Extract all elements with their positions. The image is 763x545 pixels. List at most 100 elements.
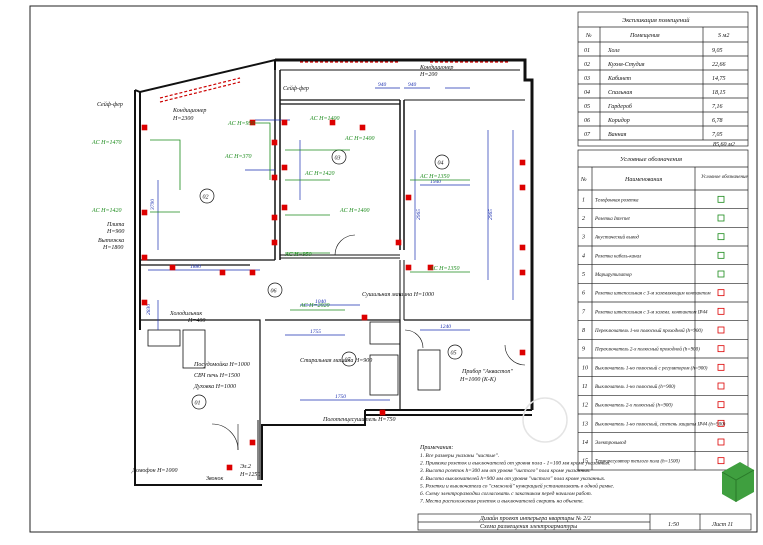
explication-row-area: 14,75 [712, 75, 726, 82]
label-oven: Духовка H=1000 [193, 384, 236, 390]
legend-symbol-icon [717, 401, 725, 409]
label-instant-heater-h: H=1000 (К-К) [459, 376, 496, 383]
legend-row-num: 6 [582, 291, 585, 297]
room-06: 06 [271, 289, 277, 295]
note-item: 3. Высота розеток h=300 мм от уровня "чи… [419, 468, 591, 474]
legend-title: Условные обозначения [620, 156, 682, 163]
explication-row-area: 22,66 [712, 62, 726, 68]
dimension-lines [148, 87, 514, 401]
dim-1750: 1750 [335, 394, 346, 400]
legend-row-name: Выключатель 1-но полюсный, степень защит… [595, 421, 726, 427]
explication-row-area: 9,05 [712, 48, 723, 54]
label-shield: Эл.2 [240, 464, 251, 470]
ac-label-8: AC H=1350 [419, 174, 450, 180]
dim-1940: 1940 [430, 178, 441, 185]
dim-2965-b: 2965 [488, 209, 494, 220]
ac-height-labels: AC H=1470 AC H=1420 AC H=950 AC H=370 AC… [91, 115, 460, 309]
explication-header-room: Помещения [629, 33, 660, 39]
legend-row-name: Розетка штепсельная с 3-м заземл. контак… [594, 310, 708, 315]
legend-symbol-icon [717, 251, 725, 259]
legend-symbol-icon [717, 270, 725, 278]
legend-row-num: 10 [582, 365, 588, 371]
ac-label-3: AC H=950 [227, 121, 255, 127]
ac-label-12: AC H=2020 [299, 303, 330, 309]
legend-symbol-icon [717, 289, 725, 297]
legend-header-symbol: Условное обозначение [701, 175, 748, 180]
legend-symbol-icon [717, 363, 725, 371]
label-floor-heat: Полотенцесушитель H=750 [322, 417, 395, 423]
dim-3790: 3790 [150, 199, 156, 211]
watermark-logo [522, 397, 755, 502]
legend-row-name: Маршрутизатор [594, 273, 632, 278]
legend-symbol-icon [717, 214, 725, 222]
green-wiring [150, 122, 470, 311]
legend-symbol-icon [717, 307, 725, 315]
title-project: Дизайн проект интерьера квартиры № 2/2 [479, 515, 591, 522]
label-door-bell: Звонок [206, 476, 223, 482]
legend-row-num: 13 [582, 421, 588, 427]
plan-annotations: Сейф-фер Кондиционер H=2300 Сейф-фер Кон… [97, 64, 513, 482]
legend-row-name: Терморегулятор теплого пола (h=1500) [595, 460, 680, 465]
room-02: 02 [203, 195, 209, 201]
explication-row-area: 7,16 [712, 104, 723, 110]
dim-1240: 1240 [440, 323, 451, 330]
explication-row-area: 18,15 [712, 90, 726, 96]
legend-row-num: 2 [582, 216, 585, 222]
explication-row-room: Кабинет [607, 75, 632, 82]
legend-row-num: 7 [582, 309, 586, 315]
legend-symbol-icon [717, 438, 725, 446]
legend-row-name: Электровывод [595, 441, 627, 446]
label-stove: Плита [106, 222, 124, 228]
ac-label-10: AC H=950 [284, 252, 312, 258]
explication-row-area: 6,78 [712, 118, 723, 124]
title-block [417, 513, 752, 531]
ac-label-2: AC H=1420 [91, 207, 122, 214]
notes-rows: 1. Все размеры указаны "чистые".2. Привя… [419, 453, 614, 505]
legend-row-num: 14 [582, 439, 588, 446]
legend-table [577, 149, 749, 471]
legend-row-name: Переключатель 2-х полюсный проходной (h=… [594, 347, 700, 353]
dim-2830: 2830 [146, 304, 152, 315]
ac-label-11: AC H=1350 [429, 266, 460, 272]
explication-title: Экспликация помещений [622, 17, 690, 24]
label-shield-h: H=1250 [239, 472, 260, 478]
note-item: 1. Все размеры указаны "чистые". [420, 453, 499, 459]
legend-symbol-icon [717, 233, 725, 241]
ac-label-6: AC H=1400 [344, 135, 375, 142]
note-item: 7. Места расположения розеток и выключат… [420, 498, 584, 505]
room-markers: 02 03 04 06 07 05 01 [191, 149, 463, 410]
legend-row-num: 9 [582, 347, 585, 353]
explication-row-num: 07 [584, 132, 591, 138]
label-stove-h: H=900 [106, 229, 124, 235]
room-05: 05 [451, 351, 457, 357]
sheet-frame [29, 5, 758, 533]
note-item: 4. Высота выключателей h=900 мм от уровн… [420, 475, 605, 482]
dim-940-a: 940 [378, 81, 387, 88]
dim-940-b: 940 [408, 81, 417, 88]
ac-label-7: AC H=1420 [304, 170, 335, 177]
label-hood-h: H=1800 [102, 245, 123, 251]
room-04: 04 [438, 160, 444, 167]
explication-row-area: 7,05 [712, 132, 723, 138]
explication-row-num: 06 [584, 118, 590, 124]
explication-row-num: 01 [584, 48, 590, 54]
explication-header-num: № [585, 33, 592, 39]
label-washer: Стиральная машина H=900 [300, 358, 372, 364]
legend-row-name: Розетка Internet [594, 217, 630, 222]
explication-row-room: Холл [607, 48, 620, 54]
explication-table [577, 11, 749, 147]
label-dishwasher: Посудомойка H=1000 [193, 361, 250, 368]
label-doorphone: Домофон H=1000 [131, 467, 177, 474]
legend-row-name: Выключатель 1-но полюсный (h=900) [595, 384, 676, 390]
legend-symbol-icon [717, 419, 725, 427]
legend-row-name: Акустический вывод [594, 235, 639, 241]
label-conditioner-top: Кондиционер [419, 64, 453, 71]
explication-row-num: 05 [584, 104, 590, 110]
explication-row-room: Спальная [608, 90, 632, 96]
explication-row-room: Ванная [608, 132, 627, 138]
label-fridge: Холодильник [169, 310, 202, 317]
legend-row-name: Переключатель 1-но полюсный проходной (h… [594, 328, 703, 334]
label-dryer: Сушильная машина H=1000 [362, 292, 434, 298]
